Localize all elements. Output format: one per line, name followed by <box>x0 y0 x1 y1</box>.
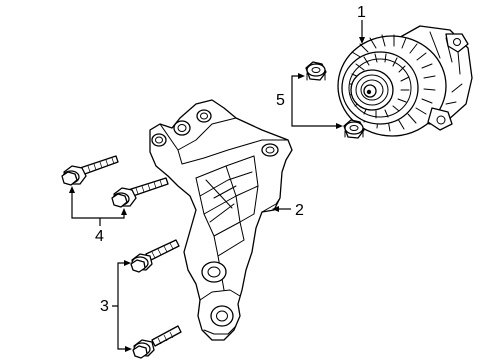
callout-4: 4 <box>95 228 104 245</box>
callout-1: 1 <box>357 4 366 21</box>
callout-3: 3 <box>100 298 109 315</box>
callout-3-group: 3 <box>100 260 132 352</box>
nut-top <box>305 61 327 81</box>
mounting-bracket <box>149 99 293 341</box>
callout-2-group: 2 <box>272 202 304 219</box>
upper-bolt-left <box>61 155 119 186</box>
lower-bolt-top <box>130 239 180 273</box>
callout-1-group: 1 <box>357 4 366 44</box>
nut-bottom <box>343 119 365 139</box>
alternator <box>337 25 473 137</box>
callout-5-group: 5 <box>276 73 343 129</box>
callout-4-group: 4 <box>69 186 127 245</box>
lower-bolt-bottom <box>132 325 182 359</box>
callout-2: 2 <box>295 202 304 219</box>
upper-bolt-right <box>111 177 169 208</box>
callout-5: 5 <box>276 92 285 109</box>
